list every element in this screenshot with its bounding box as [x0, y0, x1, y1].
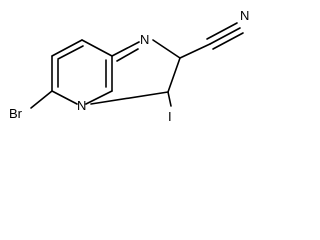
bond-c8a-n-imidazole: [111, 41, 140, 57]
bond-c3-i: [167, 91, 172, 107]
bond-c8-n-bridge: [85, 90, 113, 105]
bond-c2-c3: [167, 57, 181, 93]
bond-nitrile-3: [212, 32, 244, 50]
bond-c3-n-bridge: [90, 91, 169, 105]
bond-c5-c6-inner: [57, 45, 84, 60]
chemical-structure-diagram: Br N N N I: [0, 0, 265, 126]
atom-label-br: Br: [9, 106, 23, 121]
bond-c5-c6: [51, 39, 83, 57]
bond-c8a-n-imidazole-inner: [116, 48, 139, 62]
atom-label-n-bridge: N: [77, 98, 86, 113]
atom-label-i: I: [168, 109, 172, 124]
bond-n-bridge-c4: [51, 90, 78, 105]
atom-label-n-imidazole: N: [140, 32, 149, 47]
bond-c6-c7: [81, 39, 113, 57]
molecule-drawing: Br N N N I: [9, 8, 249, 124]
bond-nitrile-2: [206, 22, 238, 40]
bond-c4-br: [30, 90, 53, 109]
bond-nitrile-1: [209, 27, 241, 45]
bond-n-imidazole-c2: [152, 39, 181, 59]
bond-c2-cn: [179, 43, 211, 59]
atom-label-n-nitrile: N: [240, 8, 249, 23]
